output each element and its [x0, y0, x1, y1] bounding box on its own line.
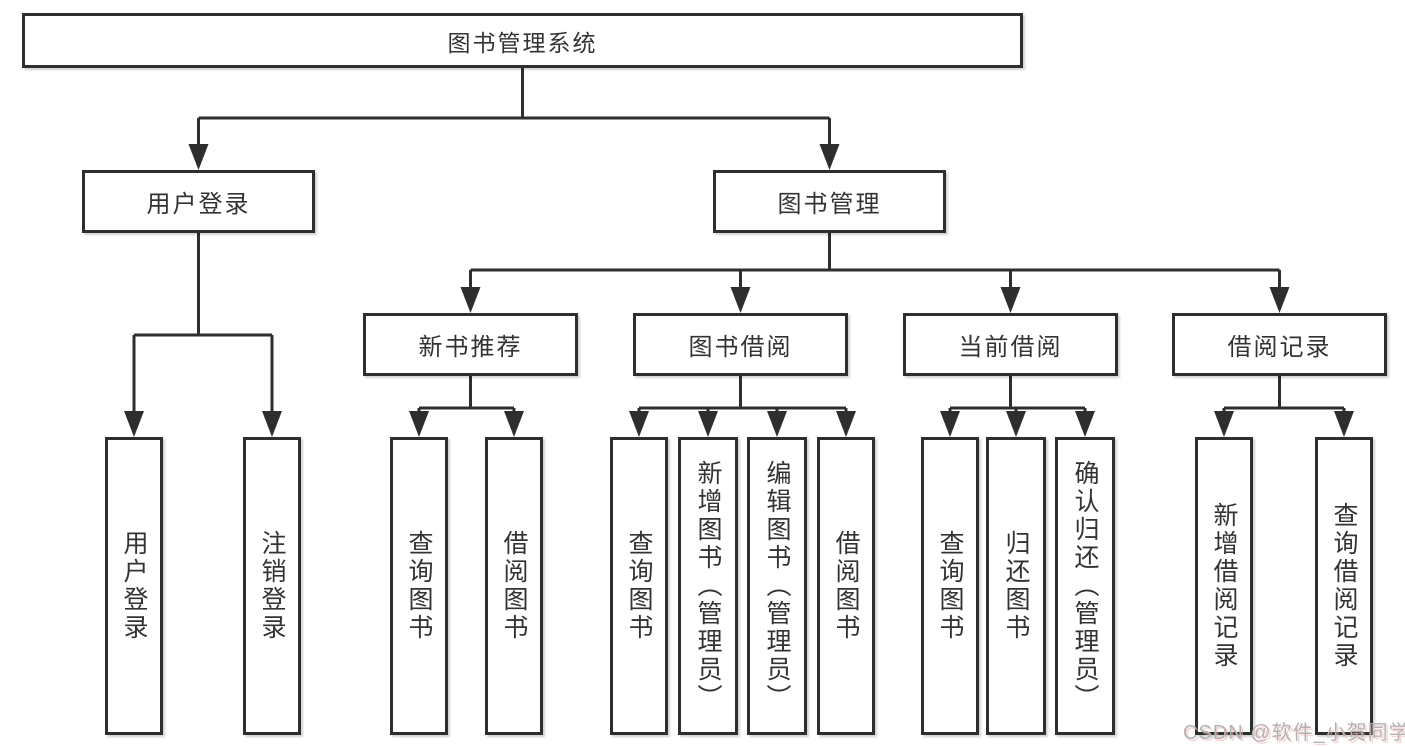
leaf-borrow-books-borrowing: 借阅图书: [817, 437, 875, 735]
arrow-down-icon: [262, 411, 282, 437]
leaf-add-borrow-record: 新增借阅记录: [1195, 437, 1253, 735]
connector-line: [197, 68, 831, 158]
arrow-down-icon: [460, 287, 481, 313]
connector-line: [417, 376, 516, 425]
arrow-down-icon: [698, 411, 718, 437]
arrow-down-icon: [836, 411, 856, 437]
leaf-user-login: 用户登录: [105, 437, 163, 735]
arrow-down-icon: [504, 411, 524, 437]
arrow-down-icon: [730, 287, 751, 313]
connector-line: [637, 376, 848, 425]
leaf-query-books-current: 查询图书: [921, 437, 979, 735]
node-book-management: 图书管理: [713, 170, 946, 233]
arrow-down-icon: [409, 411, 429, 437]
node-library-management-system: 图书管理系统: [22, 13, 1023, 68]
node-user-login: 用户登录: [82, 170, 315, 233]
node-new-book-recommendation: 新书推荐: [363, 313, 578, 376]
leaf-confirm-return-admin: 确认归还（管理员）: [1055, 437, 1115, 735]
watermark: CSDN @软件_小贺同学: [1183, 722, 1405, 744]
arrow-down-icon: [629, 411, 649, 437]
connector-line: [1222, 376, 1346, 425]
node-borrowing-records: 借阅记录: [1172, 313, 1387, 376]
leaf-query-books-borrowing: 查询图书: [610, 437, 668, 735]
leaf-borrow-books-recommend: 借阅图书: [485, 437, 543, 735]
arrow-down-icon: [1269, 287, 1290, 313]
arrow-down-icon: [767, 411, 787, 437]
arrow-down-icon: [1000, 287, 1021, 313]
leaf-return-books: 归还图书: [986, 437, 1046, 735]
connector-line: [132, 233, 274, 425]
arrow-down-icon: [819, 144, 840, 170]
leaf-query-borrow-record: 查询借阅记录: [1315, 437, 1373, 735]
arrow-down-icon: [188, 144, 209, 170]
arrow-down-icon: [1075, 411, 1095, 437]
arrow-down-icon: [1214, 411, 1234, 437]
arrow-down-icon: [940, 411, 960, 437]
connector-line: [469, 233, 1281, 301]
arrow-down-icon: [1006, 411, 1026, 437]
leaf-edit-books-admin: 编辑图书（管理员）: [747, 437, 807, 735]
node-current-borrowing: 当前借阅: [903, 313, 1118, 376]
node-book-borrowing: 图书借阅: [633, 313, 848, 376]
leaf-query-books-recommend: 查询图书: [390, 437, 448, 735]
arrow-down-icon: [124, 411, 144, 437]
leaf-logout-login: 注销登录: [243, 437, 301, 735]
leaf-add-books-admin: 新增图书（管理员）: [678, 437, 738, 735]
arrow-down-icon: [1334, 411, 1354, 437]
